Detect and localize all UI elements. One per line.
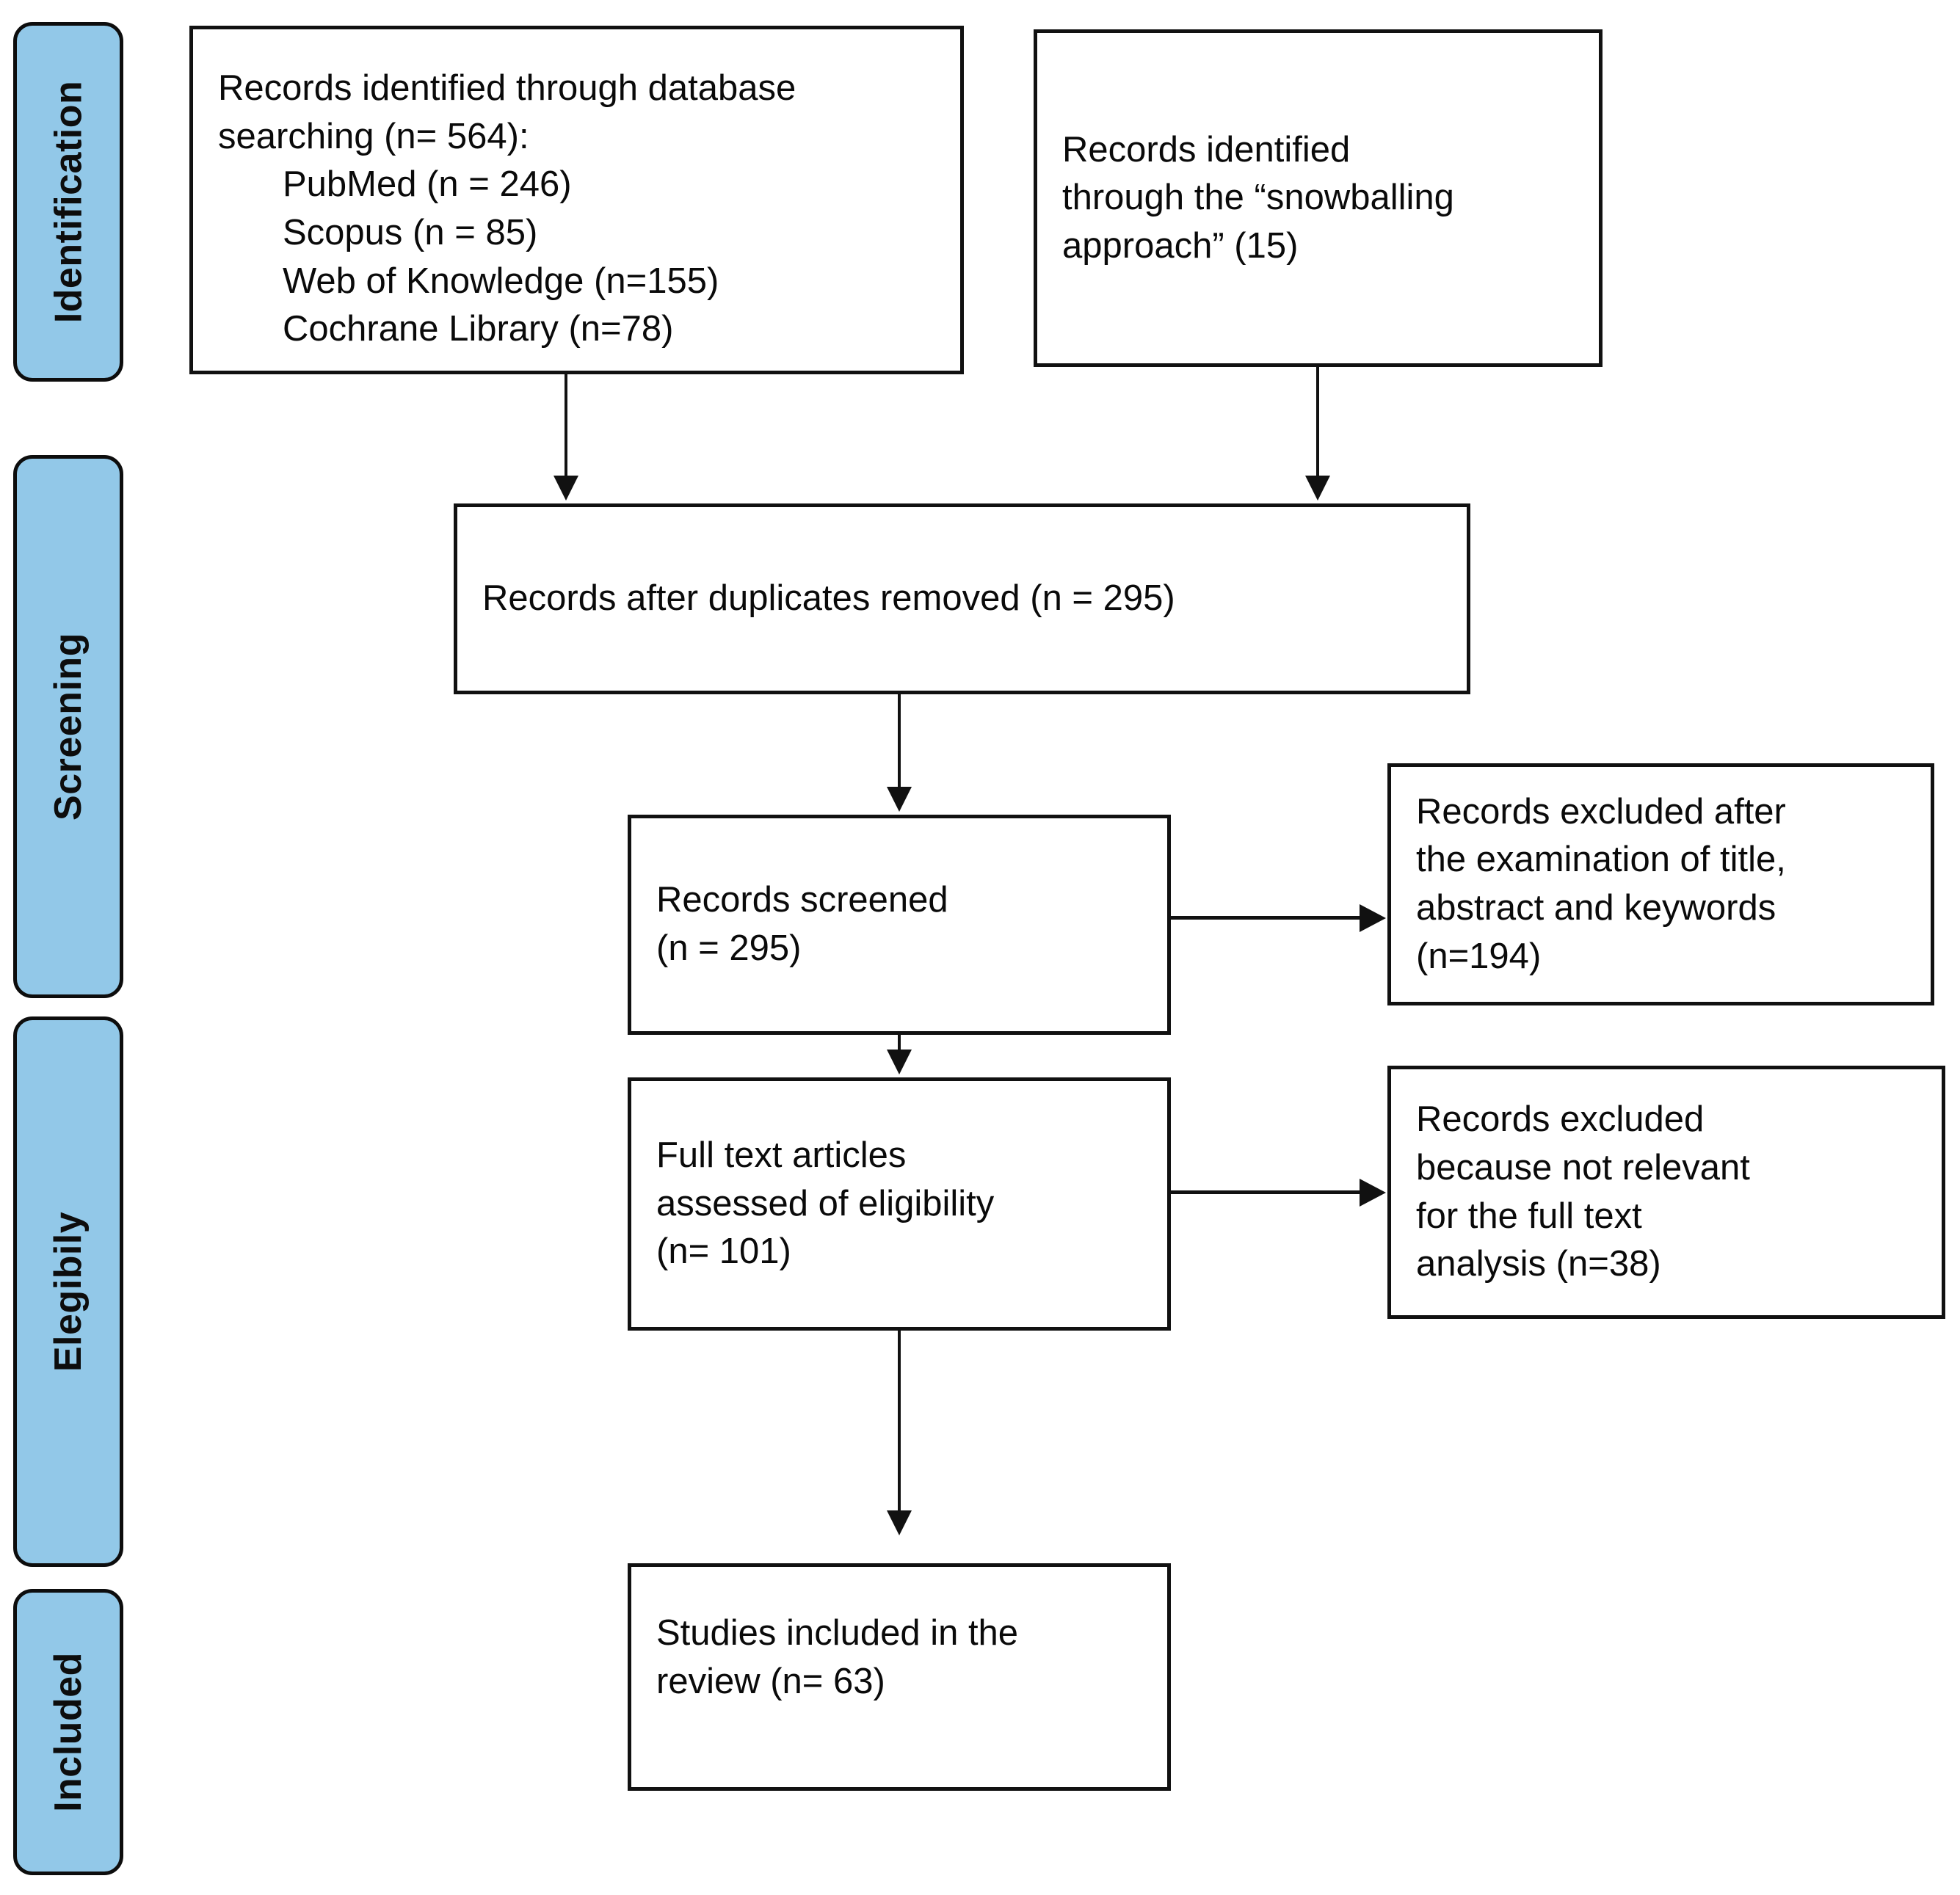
box-line: Records screened [656, 880, 948, 920]
box-snowballing: Records identified through the “snowball… [1034, 29, 1603, 367]
box-full-text-assessed-lines: Full text articles assessed of eligibili… [631, 1132, 1167, 1276]
box-line: analysis (n=38) [1416, 1244, 1661, 1284]
box-line: Records excluded after [1416, 791, 1786, 832]
box-line: Records excluded [1416, 1099, 1705, 1140]
box-line: (n = 295) [656, 928, 802, 968]
box-line: abstract and keywords [1416, 888, 1776, 928]
box-line: Web of Knowledge (n=155) [283, 261, 719, 301]
box-line: review (n= 63) [656, 1661, 885, 1701]
arrow-down-icon [553, 476, 578, 501]
stage-label-eligibility: Elegibily [13, 1016, 123, 1567]
box-line: through the “snowballing [1062, 178, 1454, 218]
box-records-screened: Records screened (n = 295) [628, 815, 1171, 1035]
arrow-right-icon [1360, 904, 1386, 932]
stage-label-identification-text: Identification [47, 80, 90, 324]
box-line: Scopus (n = 85) [283, 212, 538, 252]
box-duplicates-removed-lines: Records after duplicates removed (n = 29… [457, 575, 1467, 623]
connector-screened-to-fulltext-line [898, 1035, 901, 1051]
box-line: Full text articles [656, 1135, 907, 1176]
box-line: the examination of title, [1416, 840, 1786, 880]
arrow-down-icon [887, 1510, 912, 1535]
box-line: Cochrane Library (n=78) [283, 309, 674, 349]
stage-label-screening-text: Screening [47, 633, 90, 821]
box-line: Records after duplicates removed (n = 29… [482, 578, 1175, 619]
box-line: Studies included in the [656, 1613, 1019, 1653]
box-line: for the full text [1416, 1196, 1642, 1236]
box-excluded-title-abstract-lines: Records excluded after the examination o… [1391, 788, 1931, 981]
arrow-right-icon [1360, 1179, 1386, 1207]
box-line: (n=194) [1416, 936, 1542, 976]
box-line: PubMed (n = 246) [283, 164, 572, 205]
box-line: approach” (15) [1062, 225, 1299, 266]
stage-label-included-text: Included [47, 1652, 90, 1812]
arrow-down-icon [1305, 476, 1330, 501]
box-studies-included-lines: Studies included in the review (n= 63) [631, 1610, 1167, 1706]
box-full-text-assessed: Full text articles assessed of eligibili… [628, 1077, 1171, 1331]
stage-label-screening: Screening [13, 455, 123, 998]
connector-dedup-to-screened-line [898, 694, 901, 788]
box-snowballing-lines: Records identified through the “snowball… [1037, 126, 1599, 271]
connector-screened-to-excluded-line [1171, 916, 1362, 920]
box-studies-included: Studies included in the review (n= 63) [628, 1563, 1171, 1791]
box-line: (n= 101) [656, 1232, 791, 1272]
box-line: searching (n= 564): [218, 116, 529, 156]
connector-fulltext-to-included-line [898, 1331, 901, 1513]
box-line: Records identified through database [218, 68, 796, 108]
connector-fulltext-to-excluded-line [1171, 1190, 1362, 1194]
stage-label-identification: Identification [13, 22, 123, 382]
box-database-search-lines: Records identified through database sear… [193, 65, 960, 354]
box-records-screened-lines: Records screened (n = 295) [631, 876, 1167, 972]
box-line: Records identified [1062, 129, 1351, 170]
stage-label-eligibility-text: Elegibily [47, 1211, 90, 1372]
stage-label-included: Included [13, 1589, 123, 1875]
arrow-down-icon [887, 787, 912, 812]
box-excluded-full-text-lines: Records excluded because not relevant fo… [1391, 1096, 1942, 1289]
arrow-down-icon [887, 1050, 912, 1074]
box-excluded-full-text: Records excluded because not relevant fo… [1387, 1066, 1945, 1319]
box-line: assessed of eligibility [656, 1183, 995, 1223]
connector-snowball-to-dedup-line [1316, 367, 1319, 477]
connector-db-to-dedup-line [565, 374, 567, 477]
box-excluded-title-abstract: Records excluded after the examination o… [1387, 763, 1934, 1005]
box-line: because not relevant [1416, 1147, 1750, 1187]
box-duplicates-removed: Records after duplicates removed (n = 29… [454, 503, 1470, 694]
box-database-search: Records identified through database sear… [189, 26, 964, 374]
